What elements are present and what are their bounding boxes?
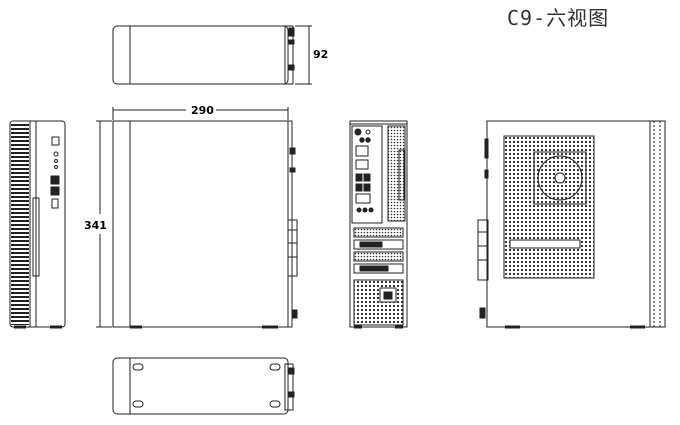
opposite-side-view <box>477 120 666 329</box>
bottom-view <box>112 357 295 415</box>
drawing-title: C9-六视图 <box>507 6 610 30</box>
front-view <box>9 120 66 329</box>
rear-view <box>349 120 408 329</box>
dimension-length: 290 <box>191 104 214 117</box>
top-view <box>112 25 312 85</box>
dimension-width: 92 <box>313 48 328 61</box>
dimension-height: 341 <box>84 219 107 232</box>
side-view <box>96 107 298 329</box>
